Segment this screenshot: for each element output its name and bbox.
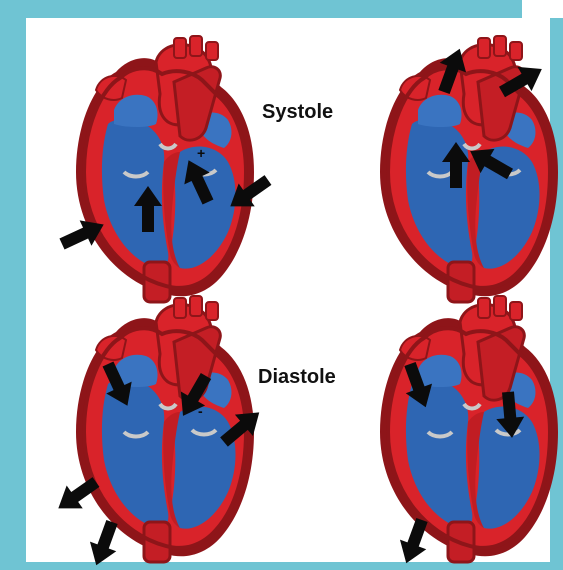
plus-sign-icon: + bbox=[197, 145, 205, 161]
minus-sign-icon: - bbox=[198, 403, 203, 419]
frame-notch bbox=[522, 0, 563, 18]
frame-right-edge bbox=[550, 18, 563, 570]
diastole-label: Diastole bbox=[258, 366, 336, 389]
systole-label: Systole bbox=[262, 101, 333, 124]
